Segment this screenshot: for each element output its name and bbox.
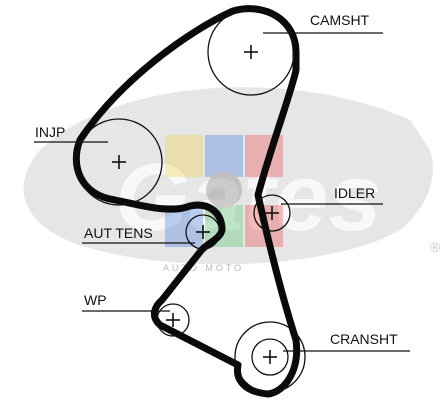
injection-pump-pulley (75, 118, 163, 206)
leader-lines (34, 32, 410, 352)
color-watermark-overlay (165, 135, 283, 247)
gates-watermark-logo: Gates ® (23, 87, 441, 265)
idler-pulley (253, 194, 291, 232)
auto-tensioner-pulley (185, 214, 221, 250)
auto-tensioner-label: AUT TENS (84, 225, 153, 241)
idler-label: IDLER (334, 185, 375, 201)
injection-pump-label: INJP (35, 124, 65, 140)
water-pump-label: WP (84, 292, 107, 308)
registered-mark: ® (430, 239, 441, 255)
water-pump-pulley (156, 303, 190, 337)
timing-belt (72, 5, 301, 398)
auto-moto-watermark-text: AUTO MOTO (163, 263, 244, 273)
camshaft-label: CAMSHT (310, 12, 370, 28)
crankshaft-pulley (234, 321, 306, 393)
camshaft-pulley (207, 8, 295, 96)
crankshaft-label: CRANSHT (330, 331, 398, 347)
gates-logo-lettering: Gates (115, 144, 382, 251)
